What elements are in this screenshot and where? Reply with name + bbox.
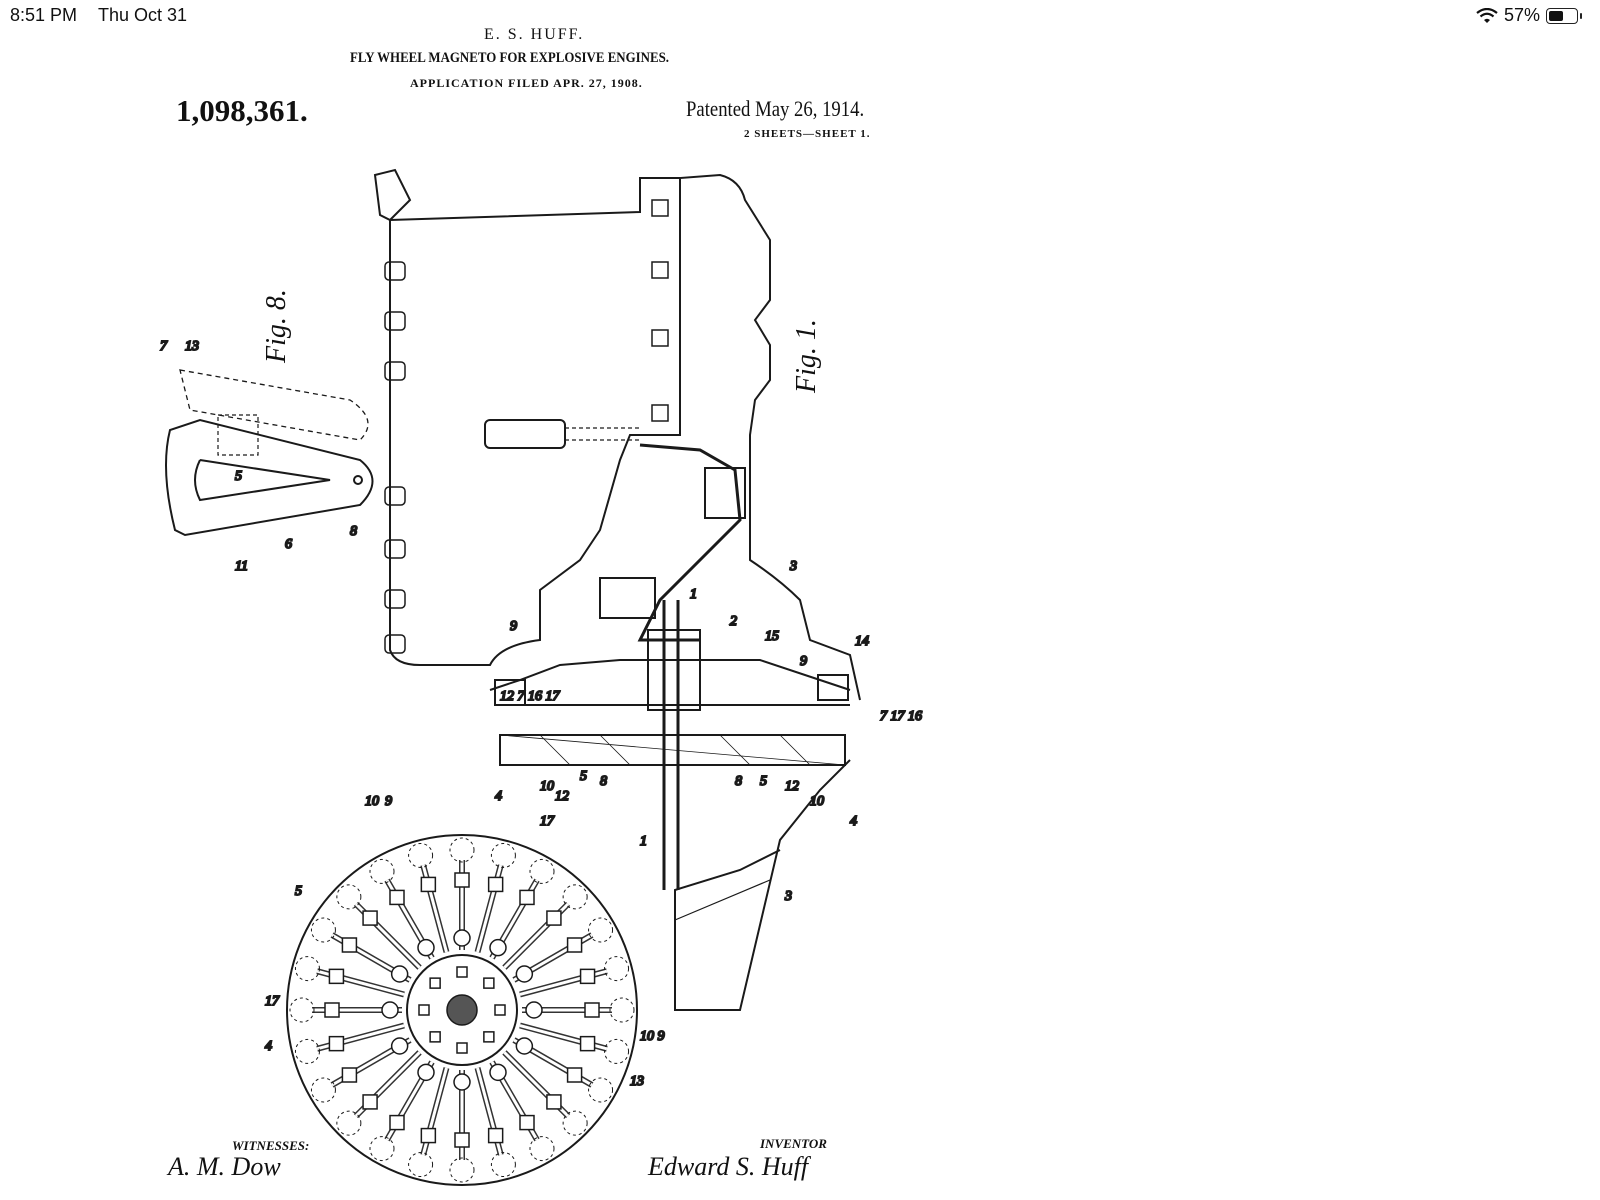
battery-percent: 57% [1503,5,1540,25]
flywheel-disc [286,834,638,1186]
patent-inventor-header: E. S. HUFF. [484,26,585,43]
svg-text:14: 14 [855,634,869,649]
status-date: Thu Oct 31 [98,5,188,25]
sheet-count: 2 SHEETS—SHEET 1. [744,128,871,140]
svg-text:8: 8 [735,774,742,789]
svg-text:5: 5 [235,469,242,484]
patent-title: FLY WHEEL MAGNETO FOR EXPLOSIVE ENGINES. [350,50,669,66]
patented-date: Patented May 26, 1914. [686,96,865,121]
svg-text:11: 11 [235,559,248,574]
svg-text:12: 12 [785,779,799,794]
svg-text:8: 8 [350,524,357,539]
svg-text:7 17 16: 7 17 16 [880,709,922,724]
svg-text:10: 10 [540,779,554,794]
svg-text:5: 5 [760,774,767,789]
svg-text:8: 8 [600,774,607,789]
fig8-arm: 5 6 8 11 13 7 [159,338,374,575]
svg-text:5: 5 [295,884,302,899]
svg-text:3: 3 [789,559,797,574]
svg-text:10: 10 [365,794,379,809]
svg-text:13: 13 [630,1074,644,1089]
witnesses-label: WITNESSES: [232,1138,310,1153]
svg-text:9: 9 [510,619,517,634]
svg-text:3: 3 [784,889,792,904]
svg-text:4: 4 [850,814,857,829]
svg-text:4: 4 [495,789,502,804]
wifi-icon [1476,7,1498,23]
inventor-label: INVENTOR [760,1136,827,1151]
svg-text:17: 17 [265,994,280,1009]
svg-text:10: 10 [810,794,824,809]
svg-text:12: 12 [555,789,569,804]
witness-signature: A. M. Dow [168,1152,281,1181]
status-bar: 8:51 PM Thu Oct 31 57% [0,0,1600,32]
svg-text:1: 1 [690,587,697,602]
svg-text:10 9: 10 9 [640,1029,665,1044]
patent-number: 1,098,361. [176,93,308,128]
battery-icon [1546,7,1582,24]
svg-text:7: 7 [160,339,168,354]
svg-text:12 7 16 17: 12 7 16 17 [500,689,561,704]
svg-text:17: 17 [540,814,555,829]
status-time: 8:51 PM [10,5,78,25]
svg-text:5: 5 [580,769,587,784]
svg-text:4: 4 [265,1039,272,1054]
svg-text:9: 9 [800,654,807,669]
inventor-signature: Edward S. Huff [648,1152,809,1181]
svg-text:15: 15 [765,629,779,644]
svg-text:2: 2 [730,614,737,629]
status-right: 57% [1476,5,1582,26]
fig1-engine [373,168,861,1011]
patent-application-date: APPLICATION FILED APR. 27, 1908. [410,76,643,90]
svg-text:9: 9 [385,794,392,809]
svg-text:6: 6 [285,537,292,552]
svg-text:1: 1 [640,834,647,849]
svg-text:13: 13 [185,339,199,354]
